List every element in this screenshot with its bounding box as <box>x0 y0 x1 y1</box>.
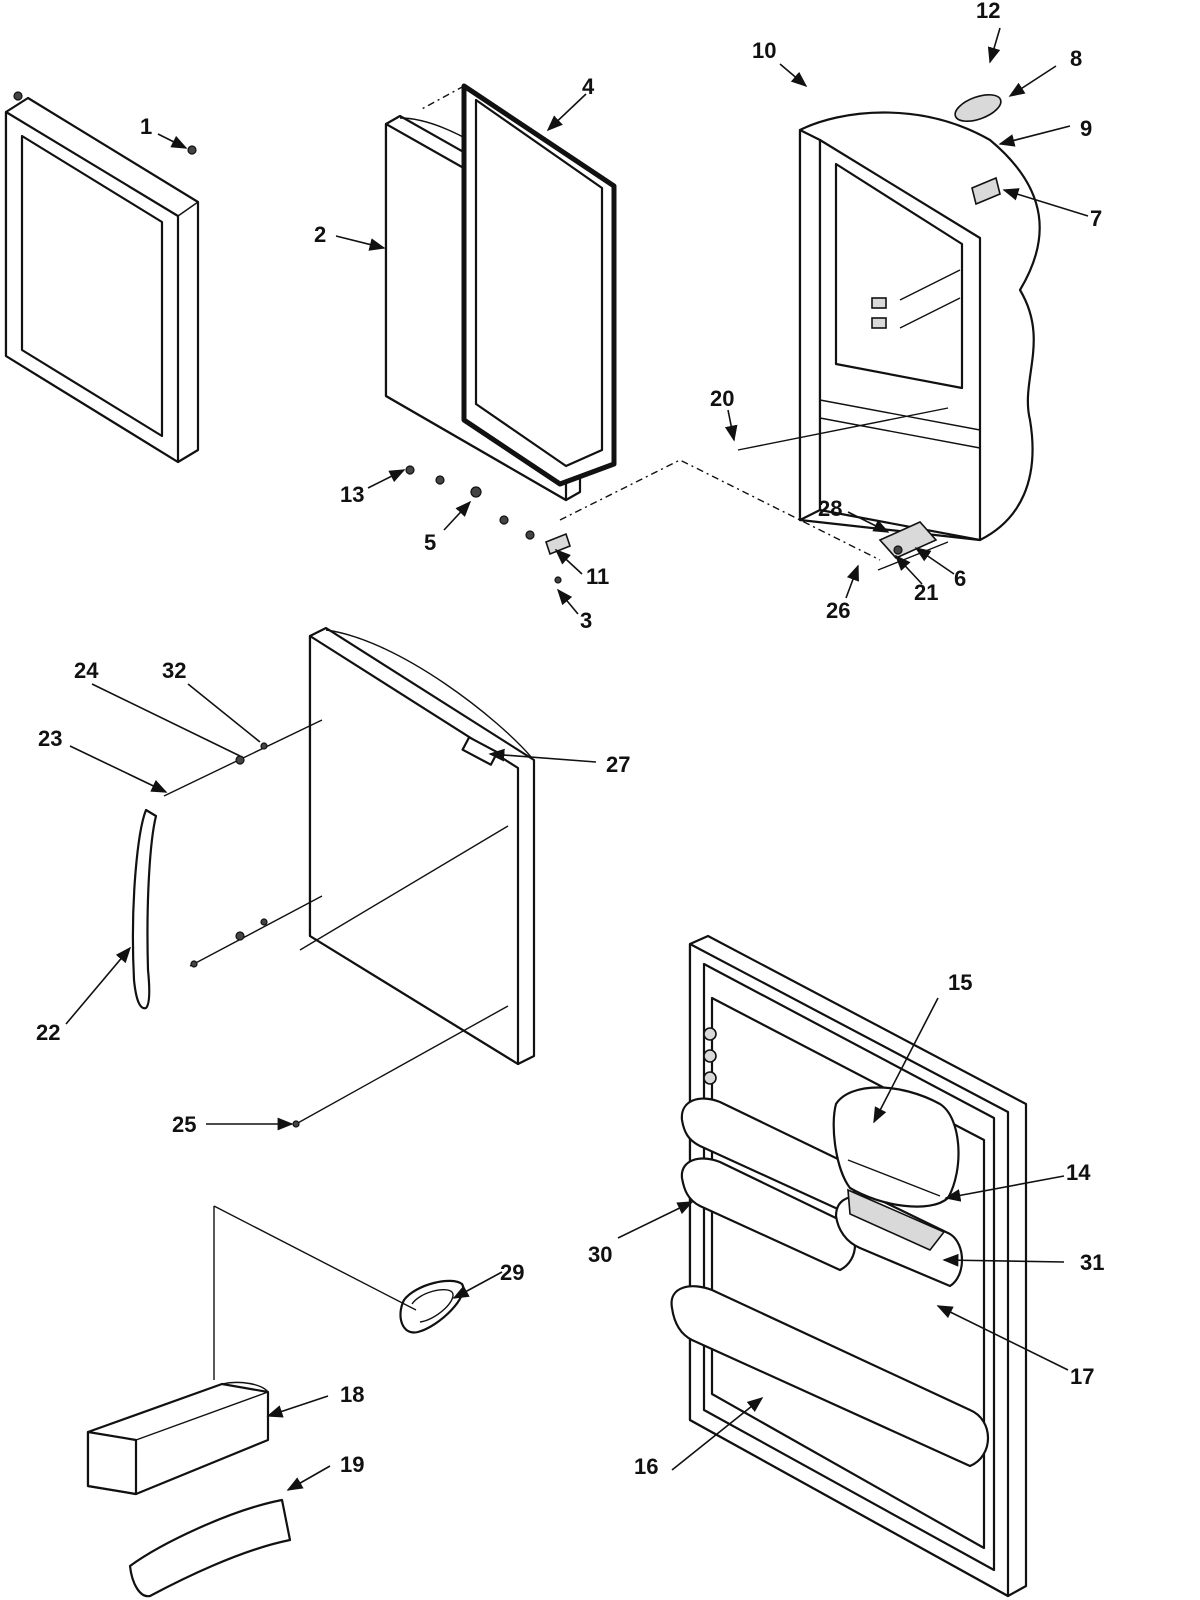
callout-1: 1 <box>140 114 152 139</box>
bottom-hinge-assembly <box>877 521 949 571</box>
callout-28: 28 <box>818 496 842 521</box>
callout-24: 24 <box>74 658 99 683</box>
callout-10: 10 <box>752 38 776 63</box>
door-bin <box>86 1381 270 1496</box>
callout-20: 20 <box>710 386 734 411</box>
callout-14: 14 <box>1066 1160 1091 1185</box>
callout-19: 19 <box>340 1452 364 1477</box>
callout-27: 27 <box>606 752 630 777</box>
callout-13: 13 <box>340 482 364 507</box>
gasket-alignment-line <box>419 85 465 111</box>
callout-6: 6 <box>954 566 966 591</box>
fresh-food-door-liner <box>688 934 1028 1598</box>
callout-9: 9 <box>1080 116 1092 141</box>
callout-22: 22 <box>36 1020 60 1045</box>
callout-labels: 1 2 3 4 5 6 7 8 9 10 11 12 13 14 15 16 1… <box>36 0 1104 1479</box>
callout-30: 30 <box>588 1242 612 1267</box>
door-shelf-bins <box>670 1097 990 1468</box>
callout-16: 16 <box>634 1454 658 1479</box>
callout-21: 21 <box>914 580 938 605</box>
callout-3: 3 <box>580 608 592 633</box>
handle-mount-lines <box>163 719 509 1128</box>
callout-23: 23 <box>38 726 62 751</box>
egg-tray-leader-line <box>213 1205 417 1311</box>
callout-11: 11 <box>586 564 609 589</box>
callout-leaders <box>65 27 1089 1491</box>
callout-17: 17 <box>1070 1364 1094 1389</box>
hinge-cap <box>954 94 1002 122</box>
callout-8: 8 <box>1070 46 1082 71</box>
freezer-door-frame <box>4 91 200 464</box>
callout-32: 32 <box>162 658 186 683</box>
callout-25: 25 <box>172 1112 196 1137</box>
hinge-pin <box>737 407 949 451</box>
door-handle <box>131 808 158 1010</box>
egg-tray-cover <box>399 1279 465 1334</box>
callout-7: 7 <box>1090 206 1102 231</box>
callout-15: 15 <box>948 970 972 995</box>
bin-front-cover <box>128 1498 292 1598</box>
door-to-hinge-line <box>559 459 881 561</box>
callout-29: 29 <box>500 1260 524 1285</box>
callout-2: 2 <box>314 222 326 247</box>
dairy-compartment <box>832 1086 960 1251</box>
fresh-food-door-panel <box>308 626 536 1066</box>
door-gasket <box>461 83 617 487</box>
door-bottom-fasteners <box>405 465 571 584</box>
callout-12: 12 <box>976 0 1000 23</box>
callout-18: 18 <box>340 1382 364 1407</box>
callout-31: 31 <box>1080 1250 1104 1275</box>
callout-4: 4 <box>582 74 595 99</box>
callout-26: 26 <box>826 598 850 623</box>
top-hinge <box>971 176 1001 206</box>
callout-5: 5 <box>424 530 436 555</box>
refrigerator-cabinet <box>798 111 1041 542</box>
